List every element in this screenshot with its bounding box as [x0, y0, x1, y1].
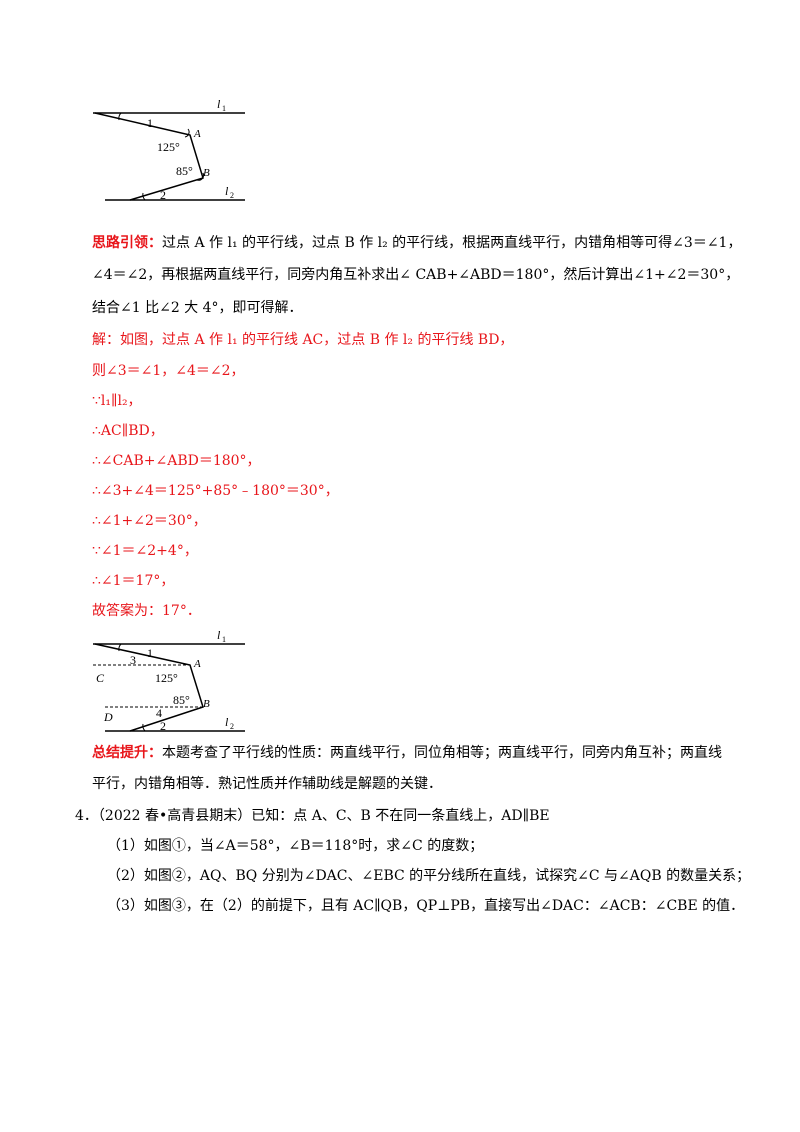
problem-4-q1: （1）如图①，当∠A＝58°，∠B＝118°时，求∠C 的度数； [107, 838, 484, 854]
fig2-point-c: C [96, 671, 105, 685]
fig2-angle-85: 85° [173, 693, 190, 707]
fig1-angle-85: 85° [176, 164, 193, 178]
solution-line-8: ∵∠1＝∠2+4°， [92, 543, 198, 559]
fig2-angle4-label: 4 [156, 706, 162, 720]
summary-line-1: 总结提升：本题考查了平行线的性质：两直线平行，同位角相等；两直线平行，同旁内角互… [92, 743, 722, 763]
hint-line-3: 结合∠1 比∠2 大 4°，即可得解． [92, 300, 303, 316]
fig2-point-b: B [203, 698, 210, 710]
fig1-l1-sub: 1 [222, 104, 226, 113]
fig2-l1-sub: 1 [222, 635, 226, 644]
hint-line-2: ∠4＝∠2，再根据两直线平行，同旁内角互补求出∠ CAB+∠ABD＝180°，然… [92, 267, 740, 283]
solution-line-10: 故答案为：17°． [92, 603, 201, 619]
figure-1-diagram: l 1 1 A 125° 85° B 2 l 2 [85, 95, 255, 210]
fig1-point-a: A [193, 128, 201, 140]
solution-line-1: 解：如图，过点 A 作 l₁ 的平行线 AC，过点 B 作 l₂ 的平行线 BD… [92, 332, 514, 348]
problem-4-stem-text: （2022 春•高青县期末）已知：点 A、C、B 不在同一条直线上，AD∥BE [97, 808, 550, 824]
fig2-point-a: A [193, 658, 201, 670]
fig1-angle1-label: 1 [147, 116, 153, 130]
fig2-angle1-label: 1 [147, 646, 153, 660]
fig2-angle-125: 125° [155, 671, 178, 685]
fig2-l1-label: l [217, 628, 221, 642]
solution-line-7: ∴∠1+∠2＝30°， [92, 513, 207, 529]
hint-line-1: 思路引领：过点 A 作 l₁ 的平行线，过点 B 作 l₂ 的平行线，根据两直线… [92, 233, 741, 253]
problem-4-q3: （3）如图③，在（2）的前提下，且有 AC∥QB，QP⊥PB，直接写出∠DAC：… [107, 898, 745, 914]
solution-line-4: ∴AC∥BD， [92, 423, 164, 439]
fig2-l2-sub: 2 [230, 722, 234, 731]
summary-text-1: 本题考查了平行线的性质：两直线平行，同位角相等；两直线平行，同旁内角互补；两直线 [162, 745, 722, 761]
fig2-point-d: D [103, 710, 113, 724]
fig1-point-b: B [203, 167, 210, 179]
problem-4-stem: 4．（2022 春•高青县期末）已知：点 A、C、B 不在同一条直线上，AD∥B… [75, 806, 550, 826]
fig1-l1-label: l [217, 97, 221, 111]
summary-title: 总结提升： [92, 745, 162, 761]
fig2-angle2-label: 2 [160, 719, 166, 733]
fig1-l2-sub: 2 [230, 191, 234, 200]
fig1-angle-125: 125° [157, 140, 180, 154]
fig2-l2-label: l [225, 715, 229, 729]
solution-line-2: 则∠3＝∠1，∠4＝∠2， [92, 363, 245, 379]
problem-4-number: 4． [75, 808, 98, 824]
hint-title: 思路引领： [92, 235, 162, 251]
solution-line-5: ∴∠CAB+∠ABD＝180°， [92, 453, 261, 469]
fig1-angle2-label: 2 [160, 188, 166, 202]
hint-text-1: 过点 A 作 l₁ 的平行线，过点 B 作 l₂ 的平行线，根据两直线平行，内错… [162, 235, 742, 251]
fig2-angle3-label: 3 [130, 653, 136, 667]
solution-line-6: ∴∠3+∠4＝125°+85°﹣180°＝30°， [92, 483, 339, 499]
problem-4-q2: （2）如图②，AQ、BQ 分别为∠DAC、∠EBC 的平分线所在直线，试探究∠C… [107, 868, 751, 884]
summary-line-2: 平行，内错角相等．熟记性质并作辅助线是解题的关键． [92, 776, 442, 792]
fig1-l2-label: l [225, 184, 229, 198]
solution-line-9: ∴∠1＝17°， [92, 573, 175, 589]
solution-line-3: ∵l₁∥l₂， [92, 393, 142, 409]
figure-2-diagram: l 1 1 3 A C 125° 85° B D 4 2 l 2 [85, 627, 255, 742]
